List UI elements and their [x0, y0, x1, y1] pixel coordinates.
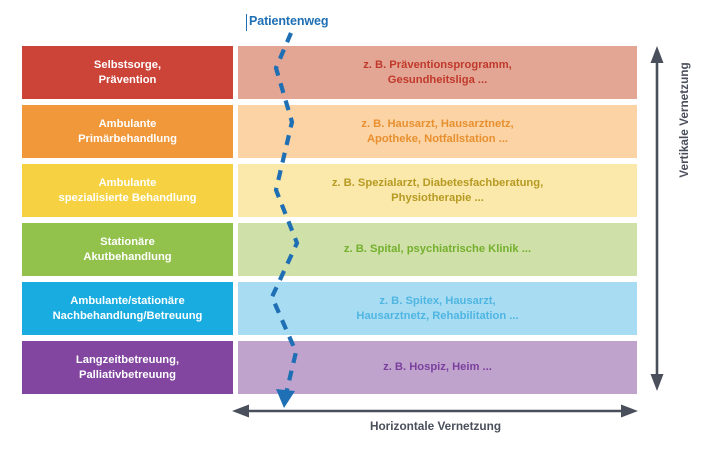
vertical-axis-arrow: [650, 46, 664, 391]
care-level-name: Langzeitbetreuung, Palliativbetreuung: [22, 341, 233, 394]
care-level-name-line1: Ambulante/stationäre: [70, 295, 185, 307]
care-level-examples-line1: z. B. Spezialarzt, Diabetesfachberatung,: [331, 177, 544, 189]
care-level-examples-line1: z. B. Hospiz, Heim ...: [383, 361, 492, 374]
care-level-examples: z. B. Hausarzt, Hausarztnetz, Apotheke, …: [238, 105, 637, 158]
care-level-examples-line1: z. B. Spital, psychiatrische Klinik ...: [343, 243, 532, 256]
care-level-row: Langzeitbetreuung, Palliativbetreuung z.…: [22, 341, 637, 394]
care-level-name: Stationäre Akutbehandlung: [22, 223, 233, 276]
care-level-name: Selbstsorge, Prävention: [22, 46, 233, 99]
care-level-name-line2: Nachbehandlung/Betreuung: [52, 309, 203, 322]
care-level-examples: z. B. Hospiz, Heim ...: [238, 341, 637, 394]
care-level-row: Ambulante/stationäre Nachbehandlung/Betr…: [22, 282, 637, 335]
care-level-name-line1: Ambulante: [98, 118, 157, 130]
care-level-examples: z. B. Spezialarzt, Diabetesfachberatung,…: [238, 164, 637, 217]
horizontal-axis-label: Horizontale Vernetzung: [369, 419, 502, 433]
care-level-examples-line2: Gesundheitsliga ...: [387, 73, 488, 86]
care-level-name-line1: Langzeitbetreuung,: [75, 354, 180, 366]
care-level-examples-line1: z. B. Präventionsprogramm,: [363, 59, 512, 71]
care-level-name-line2: Primärbehandlung: [78, 132, 177, 145]
care-level-name-line1: Selbstsorge,: [93, 59, 162, 71]
care-level-examples-line1: z. B. Spitex, Hausarzt,: [379, 295, 496, 307]
care-level-name: Ambulante/stationäre Nachbehandlung/Betr…: [22, 282, 233, 335]
care-level-row: Ambulante spezialisierte Behandlung z. B…: [22, 164, 637, 217]
care-level-examples: z. B. Spital, psychiatrische Klinik ...: [238, 223, 637, 276]
care-level-name-line2: Palliativbetreuung: [79, 368, 176, 381]
care-level-examples: z. B. Präventionsprogramm, Gesundheitsli…: [238, 46, 637, 99]
patientenweg-label: Patientenweg: [249, 14, 329, 28]
care-level-name: Ambulante spezialisierte Behandlung: [22, 164, 233, 217]
vertical-axis-label: Vertikale Vernetzung: [677, 62, 691, 178]
care-level-name-line2: Akutbehandlung: [83, 250, 172, 263]
care-level-examples-line2: Hausarztnetz, Rehabilitation ...: [356, 309, 519, 322]
care-level-name-line2: Prävention: [98, 73, 157, 86]
care-level-name: Ambulante Primärbehandlung: [22, 105, 233, 158]
care-level-examples: z. B. Spitex, Hausarzt, Hausarztnetz, Re…: [238, 282, 637, 335]
care-level-row: Selbstsorge, Prävention z. B. Prävention…: [22, 46, 637, 99]
care-level-name-line2: spezialisierte Behandlung: [58, 191, 197, 204]
horizontal-axis-arrow: [232, 404, 638, 418]
care-level-name-line1: Stationäre: [100, 236, 155, 248]
care-level-row: Ambulante Primärbehandlung z. B. Hausarz…: [22, 105, 637, 158]
care-level-examples-line2: Apotheke, Notfallstation ...: [366, 132, 509, 145]
care-level-examples-line1: z. B. Hausarzt, Hausarztnetz,: [361, 118, 514, 130]
care-level-name-line1: Ambulante: [98, 177, 157, 189]
patientenweg-tick: [246, 14, 247, 31]
care-level-row: Stationäre Akutbehandlung z. B. Spital, …: [22, 223, 637, 276]
care-level-examples-line2: Physiotherapie ...: [391, 191, 484, 204]
